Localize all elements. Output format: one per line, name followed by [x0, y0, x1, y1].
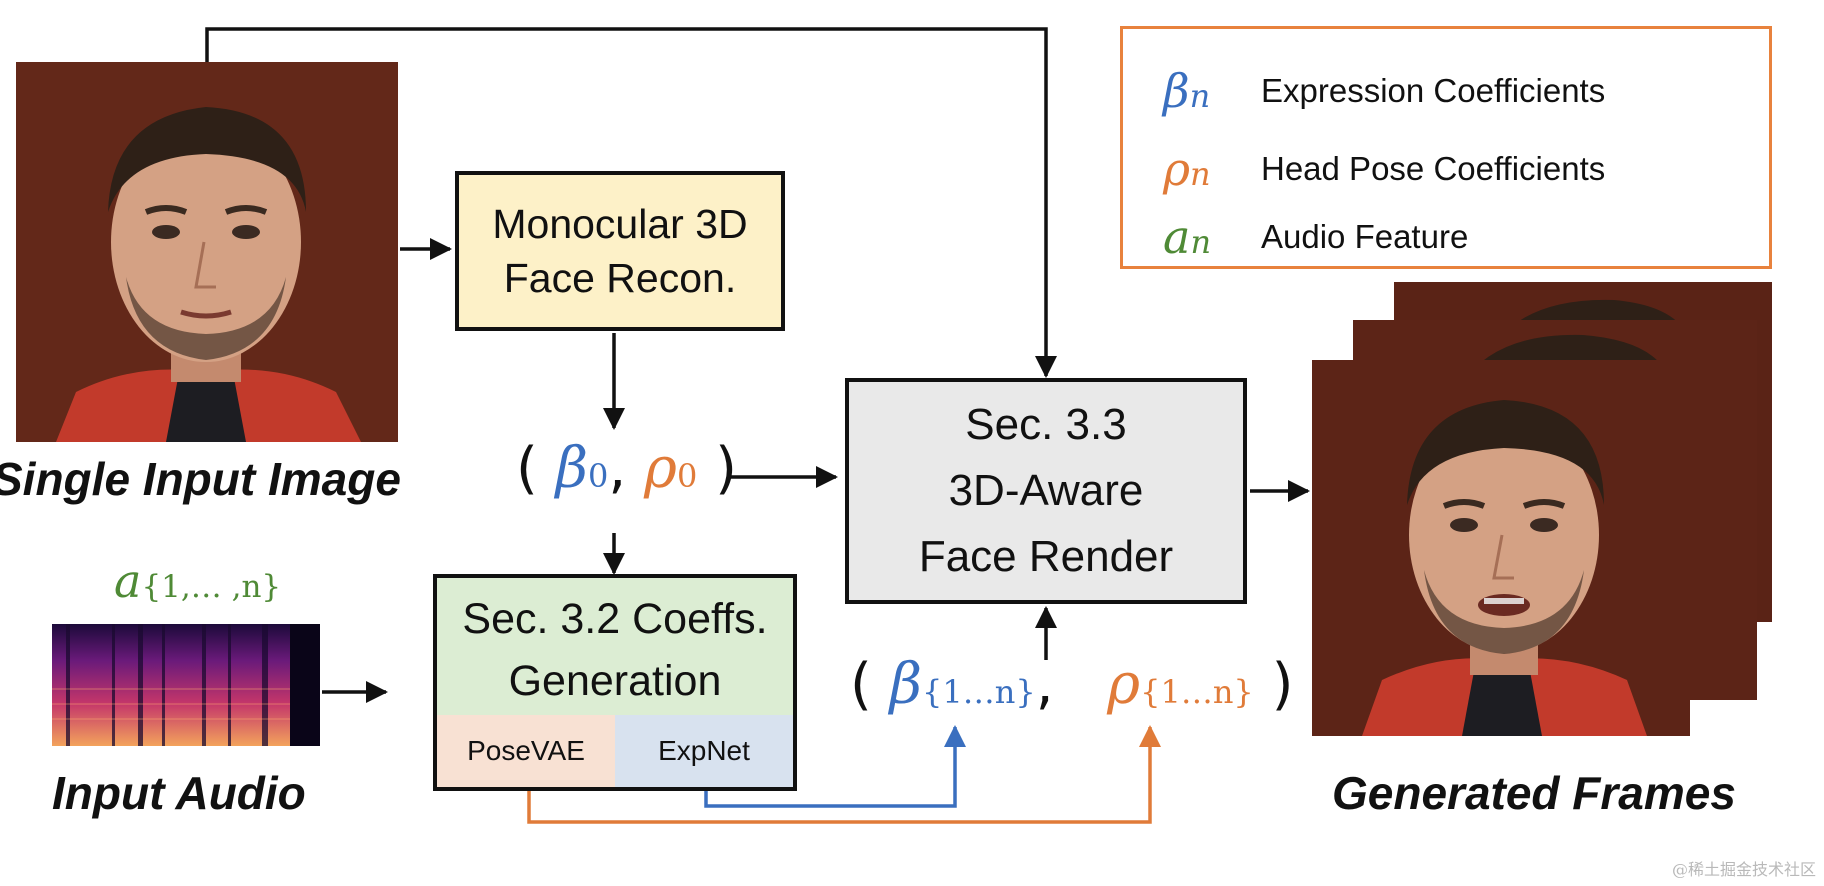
comma: ,: [608, 436, 627, 501]
legend-item-headpose: ρn Head Pose Coefficients: [1163, 139, 1605, 199]
audio-spectrogram: [52, 624, 320, 746]
initial-coeffs: ( β0, ρ0 ): [516, 436, 737, 501]
close-paren: ): [715, 436, 737, 501]
legend-expression-label: Expression Coefficients: [1261, 72, 1606, 109]
posevae-to-rho-arrow: [527, 725, 1161, 824]
seq-open-paren: (: [850, 652, 872, 717]
coeffs-generation-line2: Generation: [508, 657, 722, 705]
coeffs-generation-box: Sec. 3.2 Coeffs. Generation PoseVAE ExpN…: [433, 574, 797, 791]
expnet-to-beta-arrow: [704, 725, 966, 808]
sequence-coeffs: ( β{1…n}, ρ{1…n} ): [850, 652, 1293, 717]
audio-feature-subscript: {1,… ,n}: [141, 569, 282, 605]
face-render-box: Sec. 3.3 3D-Aware Face Render: [845, 378, 1247, 604]
legend: βn Expression Coefficients ρn Head Pose …: [1120, 26, 1772, 269]
rho0-symbol: ρ0: [644, 436, 698, 501]
face-recon-box: Monocular 3D Face Recon.: [455, 171, 785, 331]
audio-feature-symbol: a{1,… ,n}: [114, 554, 281, 608]
face-render-line3: Face Render: [918, 532, 1174, 581]
face-recon-line1: Monocular 3D: [492, 201, 748, 247]
single-input-image: [16, 62, 398, 442]
coeffs-generation-title: Sec. 3.2 Coeffs. Generation: [462, 588, 767, 712]
legend-a-symbol: an: [1163, 210, 1212, 264]
seq-comma: ,: [1035, 652, 1054, 717]
beta0-symbol: β0: [555, 436, 609, 501]
image-to-render-arrow: [205, 27, 1057, 378]
watermark: @稀土掘金技术社区: [1671, 860, 1816, 879]
legend-audio-label: Audio Feature: [1261, 218, 1469, 255]
legend-beta-symbol: βn: [1163, 64, 1211, 118]
input-audio-label: Input Audio: [52, 767, 306, 819]
legend-headpose-label: Head Pose Coefficients: [1261, 150, 1606, 187]
expnet-block: ExpNet: [615, 715, 793, 787]
generated-frames-label: Generated Frames: [1332, 767, 1736, 819]
open-paren: (: [516, 436, 538, 501]
audio-feature-a: a: [114, 554, 142, 608]
posevae-block: PoseVAE: [437, 715, 615, 787]
face-recon-line2: Face Recon.: [503, 255, 737, 301]
single-input-image-label: Single Input Image: [0, 453, 401, 505]
face-render-line1: Sec. 3.3: [965, 400, 1127, 449]
seq-close-paren: ): [1271, 652, 1294, 717]
generated-frame-front: [1312, 360, 1690, 736]
rho-seq-symbol: ρ{1…n}: [1107, 652, 1254, 717]
legend-item-expression: βn Expression Coefficients: [1163, 61, 1605, 121]
legend-rho-symbol: ρn: [1163, 142, 1211, 196]
legend-item-audio: an Audio Feature: [1163, 207, 1468, 267]
face-render-line2: 3D-Aware: [948, 466, 1144, 515]
beta-seq-symbol: β{1…n}: [889, 652, 1036, 717]
coeffs-generation-line1: Sec. 3.2 Coeffs.: [462, 595, 768, 643]
